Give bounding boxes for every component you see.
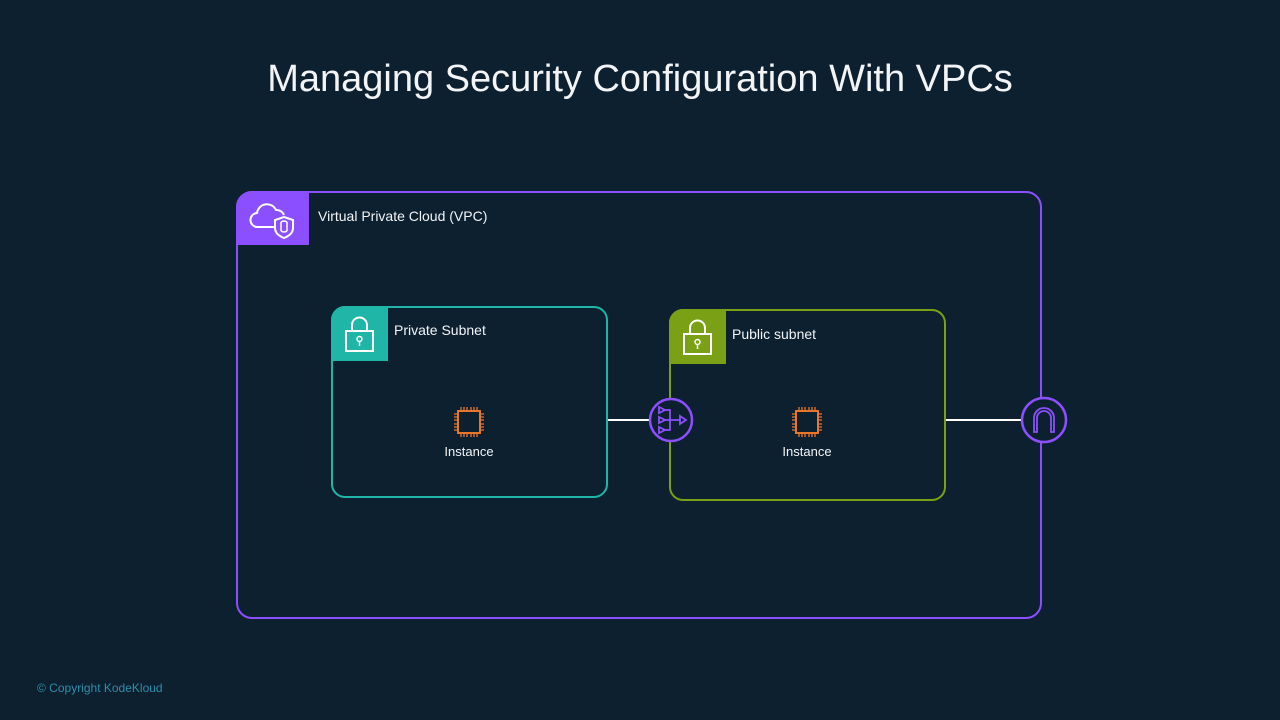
- private-subnet: [331, 306, 608, 498]
- cloud-shield-icon: [249, 203, 294, 240]
- public-to-igw-connector: [946, 419, 1022, 421]
- internet-gateway-icon: [1020, 396, 1068, 444]
- lock-icon: [683, 319, 712, 355]
- private-subnet-label: Private Subnet: [394, 322, 486, 338]
- vpc-badge: [236, 191, 309, 245]
- page-title: Managing Security Configuration With VPC…: [267, 58, 1013, 100]
- public-subnet-badge: [669, 309, 726, 364]
- lock-icon: [345, 316, 374, 352]
- nat-gateway-icon: [648, 397, 694, 443]
- vpc-label: Virtual Private Cloud (VPC): [318, 208, 488, 224]
- instance-icon: [454, 407, 484, 437]
- private-subnet-badge: [331, 306, 388, 361]
- instance-icon: [792, 407, 822, 437]
- private-instance-label: Instance: [444, 444, 494, 459]
- copyright-footer: © Copyright KodeKloud: [37, 681, 163, 695]
- public-subnet-label: Public subnet: [732, 326, 817, 342]
- public-instance-label: Instance: [782, 444, 832, 459]
- private-to-nat-connector: [608, 419, 650, 421]
